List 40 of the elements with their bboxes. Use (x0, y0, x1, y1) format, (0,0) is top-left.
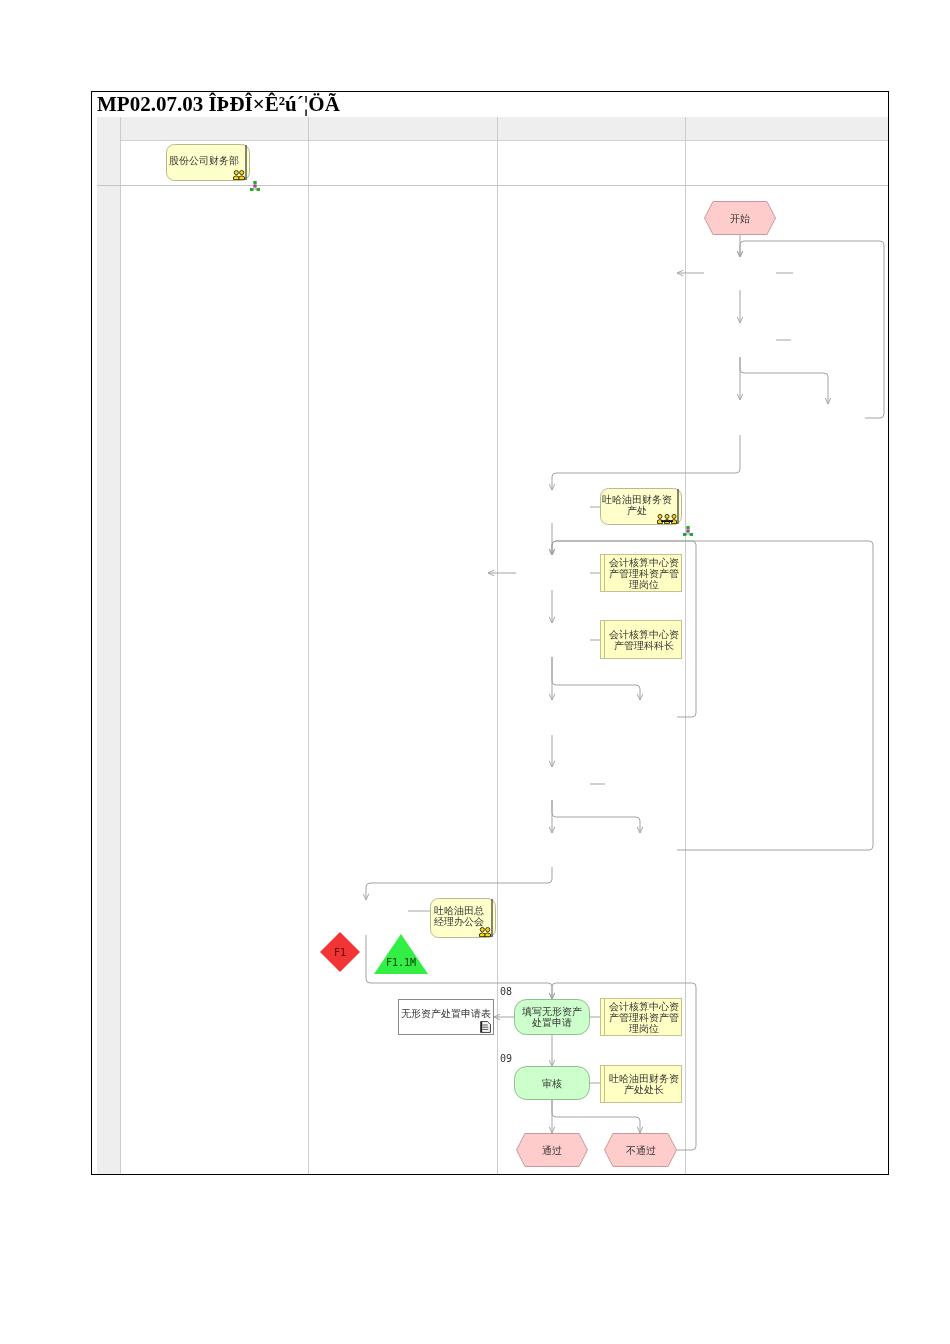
org-unit-box (430, 898, 496, 938)
event-name: 不通过 (625, 1144, 656, 1156)
connector-line (589, 506, 601, 508)
function-name: 填写无形资产处置申请 (521, 1006, 583, 1028)
role-box (600, 620, 682, 659)
role-name: 吐哈油田财务资产处处长 (609, 1073, 679, 1095)
event-name: 通过 (542, 1144, 562, 1156)
function-box (514, 1066, 590, 1100)
step-number: 08 (500, 986, 513, 997)
org-unit-box (600, 488, 682, 525)
role-name: 会计核算中心资产管理科资产管理岗位 (609, 556, 679, 590)
role-name: 会计核算中心资产管理科资产管理岗位 (609, 1000, 679, 1034)
step-number: 09 (500, 1053, 513, 1064)
connector-line (589, 639, 601, 641)
role-name: 会计核算中心资产管理科科长 (609, 628, 679, 651)
event-name: 开始 (730, 212, 750, 224)
risk-diamond (320, 932, 360, 972)
risk-code: F1 (333, 946, 346, 958)
role-box (600, 1065, 682, 1103)
symbol-code: F1.1M (385, 956, 417, 968)
connector-line (589, 1082, 601, 1084)
event-hexagon (704, 201, 776, 235)
function-name: 审核 (542, 1077, 562, 1089)
connector-line (589, 572, 601, 574)
connector-line (407, 910, 431, 912)
org-unit-name: 吐哈油田总经理办公会 (433, 905, 485, 927)
connector-line (589, 1016, 601, 1018)
org-unit-name: 吐哈油田财务资产处 (602, 493, 672, 516)
org-unit-name: 股份公司财务部 (169, 155, 239, 166)
role-box (600, 554, 682, 592)
role-box (600, 998, 682, 1036)
document-box (398, 999, 494, 1035)
event-hexagon (604, 1133, 677, 1167)
arrow (551, 1099, 644, 1134)
event-hexagon (516, 1133, 588, 1167)
org-unit-box (166, 144, 250, 181)
diagram-title: MP02.07.03 ÎÞÐÎ×Ê²ú´¦ÖÃ (97, 92, 340, 116)
function-box (514, 999, 590, 1035)
document-name: 无形资产处置申请表 (401, 1007, 491, 1019)
triangle-symbol (374, 934, 428, 974)
